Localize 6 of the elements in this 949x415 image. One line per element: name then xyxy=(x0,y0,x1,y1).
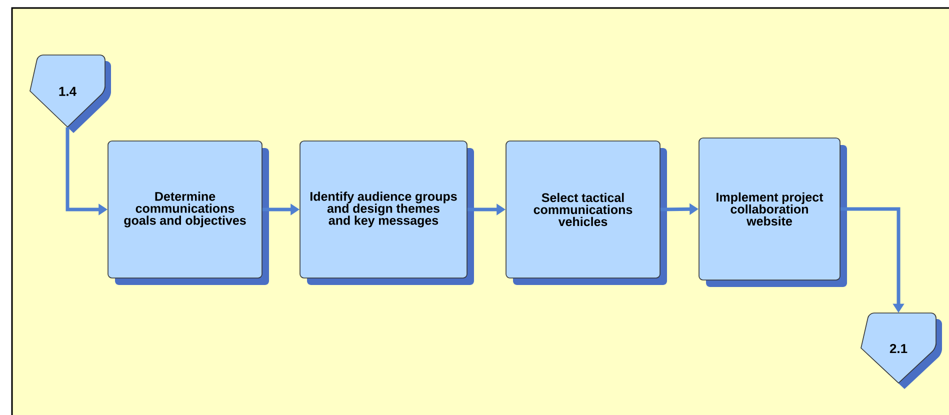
process-box: Implement project collaboration website xyxy=(698,138,848,287)
off-page-connector: 1.4 xyxy=(30,54,111,133)
off-page-connector: 2.1 xyxy=(860,312,942,389)
process-box: Identify audience groups and design themes and key messages xyxy=(300,140,474,285)
process-box: Select tactical communications vehicles xyxy=(506,140,667,285)
process-box: Determine communications goals and objectives xyxy=(108,140,269,285)
